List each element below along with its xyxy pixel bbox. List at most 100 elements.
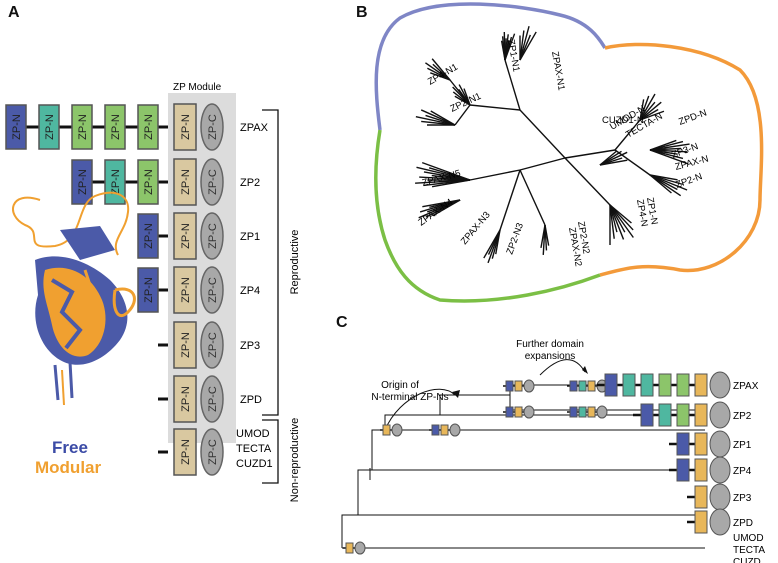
mini-zpn-domain [514, 380, 523, 392]
tree-leaf [430, 110, 456, 126]
mini-zpn-domain [569, 406, 578, 418]
arch-module-zpn [694, 458, 708, 482]
tree-branch [614, 119, 641, 151]
module-zpn-domain-label: ZP-N [180, 223, 192, 249]
extra-zpn-domain-label: ZP-N [11, 114, 23, 140]
arch-zpn-domain [658, 373, 672, 397]
tree-branch [519, 109, 566, 159]
mini-zpn-domain [578, 380, 587, 392]
nonrepro-protein-name: TECTA [236, 443, 272, 455]
arch-module-zpn [694, 485, 708, 509]
module-zpc-label: ZP-C [207, 169, 219, 195]
panel-label-b: B [356, 4, 368, 21]
extra-zpn-domain: ZP-N [38, 104, 60, 150]
module-zpn-domain: ZP-N [173, 103, 197, 151]
expansion-annotation-line2: expansions [525, 351, 576, 362]
module-zpc-domain: ZP-C [200, 103, 224, 151]
mini-zpn-domain [505, 406, 514, 418]
module-zpn-domain-label: ZP-N [180, 439, 192, 465]
protein-name: ZP3 [240, 340, 260, 352]
tree-leaf-label: ZP2-N [674, 171, 704, 191]
protein-name: ZPAX [240, 122, 269, 134]
tree-leaf [609, 204, 625, 240]
arch-protein-name: ZPAX [733, 381, 759, 392]
tree-branch [519, 169, 546, 226]
mini-zpc-domain [523, 379, 535, 393]
tree-branch [469, 169, 521, 181]
arch-protein-name: ZPD [733, 518, 753, 529]
tree-leaf-label: ZPAX-N1 [549, 51, 567, 92]
expansion-annotation-line1: Further domain [516, 339, 584, 350]
tree-leaf [639, 101, 662, 121]
tree-leaf [483, 229, 501, 259]
module-zpc-domain: ZP-C [200, 375, 224, 423]
tree-arc-purple [374, 2, 607, 131]
arch-zpn-domain [658, 403, 672, 427]
tree-leaf [649, 174, 672, 194]
extra-zpn-domain: ZP-N [71, 159, 93, 205]
tree-leaf [421, 161, 471, 181]
module-zpn-domain: ZP-N [173, 375, 197, 423]
mini-zpn-domain [505, 380, 514, 392]
module-zpn-domain-label: ZP-N [180, 114, 192, 140]
tree-leaf [609, 204, 615, 239]
arch-protein-name: TECTA [733, 545, 765, 556]
tree-leaf-label: ZP4-N [634, 199, 650, 228]
tree-leaf-label: ZP1-N [644, 197, 660, 226]
module-zpc-label: ZP-C [207, 332, 219, 358]
module-zpc-label: ZP-C [207, 223, 219, 249]
group-reproductive: Reproductive [289, 230, 301, 295]
tree-leaf [599, 159, 628, 166]
extra-zpn-domain-label: ZP-N [143, 169, 155, 195]
mini-zpc-domain [354, 541, 366, 555]
arch-module-zpc [709, 371, 731, 399]
extra-zpn-domain: ZP-N [5, 104, 27, 150]
extra-zpn-domain: ZP-N [137, 213, 159, 259]
tree-leaf-label: ZP4-N1 [426, 62, 460, 88]
tree-leaf-label: CUZD1-N [602, 115, 644, 126]
arch-zpn-domain [676, 432, 690, 456]
bracket-reproductive [262, 109, 279, 416]
arch-module-zpn [694, 373, 708, 397]
module-zpc-label: ZP-C [207, 277, 219, 303]
module-zpn-domain: ZP-N [173, 212, 197, 260]
protein-name: ZP2 [240, 177, 260, 189]
protein-name: ZP4 [240, 285, 260, 297]
tree-leaf [519, 31, 537, 61]
module-zpc-label: ZP-C [207, 386, 219, 412]
zp-module-header: ZP Module [173, 82, 222, 93]
mini-zpc-domain [596, 405, 608, 419]
arch-zpn-domain [676, 373, 690, 397]
mini-zpn-domain [587, 380, 596, 392]
module-zpc-domain: ZP-C [200, 428, 224, 476]
arch-module-zpn [694, 432, 708, 456]
module-zpn-domain: ZP-N [173, 428, 197, 476]
panel-label-c: C [336, 314, 348, 331]
protein-name: ZP1 [240, 231, 260, 243]
extra-zpn-domain: ZP-N [137, 104, 159, 150]
tree-leaf [639, 95, 650, 121]
origin-annotation-line2: N-terminal ZP-Ns [371, 392, 448, 403]
mini-zpc-domain [523, 405, 535, 419]
mini-zpn-domain [440, 424, 449, 436]
module-zpc-domain: ZP-C [200, 266, 224, 314]
module-zpc-domain: ZP-C [200, 212, 224, 260]
mini-zpn-domain [569, 380, 578, 392]
mini-zpc-domain [391, 423, 403, 437]
tree-branch [614, 149, 651, 176]
arch-zpn-domain [640, 373, 654, 397]
arch-module-zpc [709, 456, 731, 484]
extra-zpn-domain-label: ZP-N [143, 114, 155, 140]
arch-protein-name: ZP2 [733, 411, 752, 422]
mini-zpc-domain [449, 423, 461, 437]
tree-leaf [639, 93, 656, 121]
module-zpn-domain: ZP-N [173, 266, 197, 314]
extra-zpn-domain-label: ZP-N [77, 169, 89, 195]
tree-branch [454, 104, 471, 126]
tree-leaf [649, 149, 688, 165]
module-zpc-domain: ZP-C [200, 158, 224, 206]
tree-leaf-label: ZPAX-N4 [416, 197, 455, 229]
nonrepro-protein-name: UMOD [236, 428, 270, 440]
